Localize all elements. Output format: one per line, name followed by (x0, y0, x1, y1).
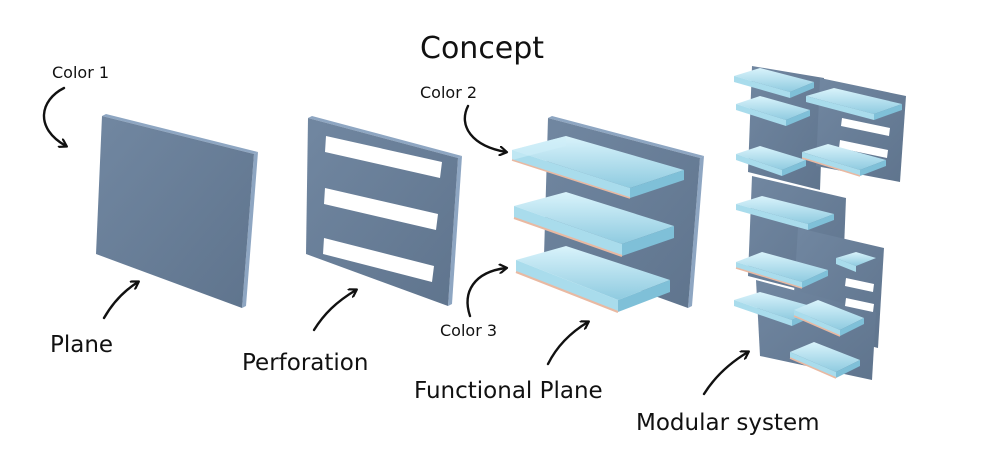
slot-2 (324, 188, 438, 230)
label-modular-system: Modular system (636, 410, 820, 436)
module-shelf (793, 300, 864, 337)
arrow-modular-system (702, 352, 748, 396)
plane-panel (96, 114, 258, 308)
module-shelf (836, 252, 876, 272)
modular-system (734, 66, 906, 380)
label-color-2: Color 2 (420, 83, 477, 102)
arrow-perforation (312, 290, 356, 332)
functional-plane (511, 116, 704, 314)
slot-3 (323, 238, 434, 282)
arrow-functional-plane (546, 322, 588, 366)
arrow-color-2 (463, 104, 506, 152)
module-shelf (736, 196, 834, 230)
module-shelf (801, 144, 886, 177)
arrow-plane (102, 282, 138, 320)
arrow-color-3 (466, 268, 506, 318)
module-shelf (736, 146, 806, 176)
label-color-3: Color 3 (440, 321, 497, 340)
shelf-color-3 (515, 246, 670, 314)
label-functional-plane: Functional Plane (414, 378, 603, 404)
arrow-color-1 (42, 86, 66, 146)
diagram-title: Concept (420, 31, 544, 66)
module-shelf (789, 342, 860, 379)
shelf-middle (513, 192, 674, 257)
perforated-panel (306, 116, 462, 306)
module-shelf (806, 88, 902, 120)
module-shelf (736, 96, 810, 126)
label-color-1: Color 1 (52, 63, 109, 82)
label-plane: Plane (50, 332, 113, 358)
module-shelf (734, 68, 814, 98)
label-perforation: Perforation (242, 350, 368, 376)
slot-1 (325, 136, 442, 178)
shelf-color-2 (511, 136, 684, 199)
module-shelf (735, 252, 828, 289)
